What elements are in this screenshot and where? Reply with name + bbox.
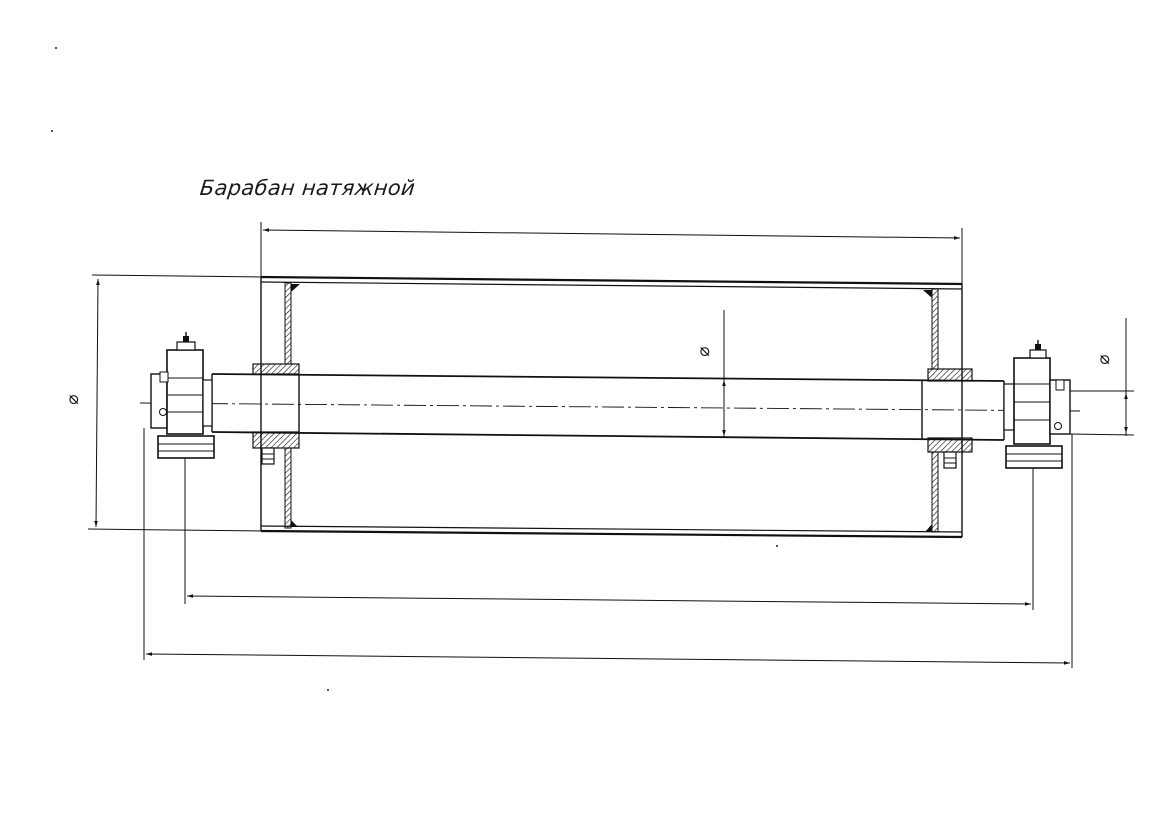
right-hub [927,368,973,469]
scan-specks [51,47,778,691]
right-bearing-housing [1003,340,1071,469]
left-end-disc [284,282,300,529]
left-bearing-housing [150,332,215,459]
overall-length-dimension [143,428,1073,668]
bearing-centres-dimension [184,458,1034,610]
shaft-end-diameter-dimension [1069,318,1135,436]
drum-shell [260,275,963,539]
left-hub [252,363,300,465]
shaft [139,373,1081,441]
shell-length-dimension [260,222,963,284]
drum-diameter-dimension [87,274,262,532]
right-end-disc [923,288,939,533]
